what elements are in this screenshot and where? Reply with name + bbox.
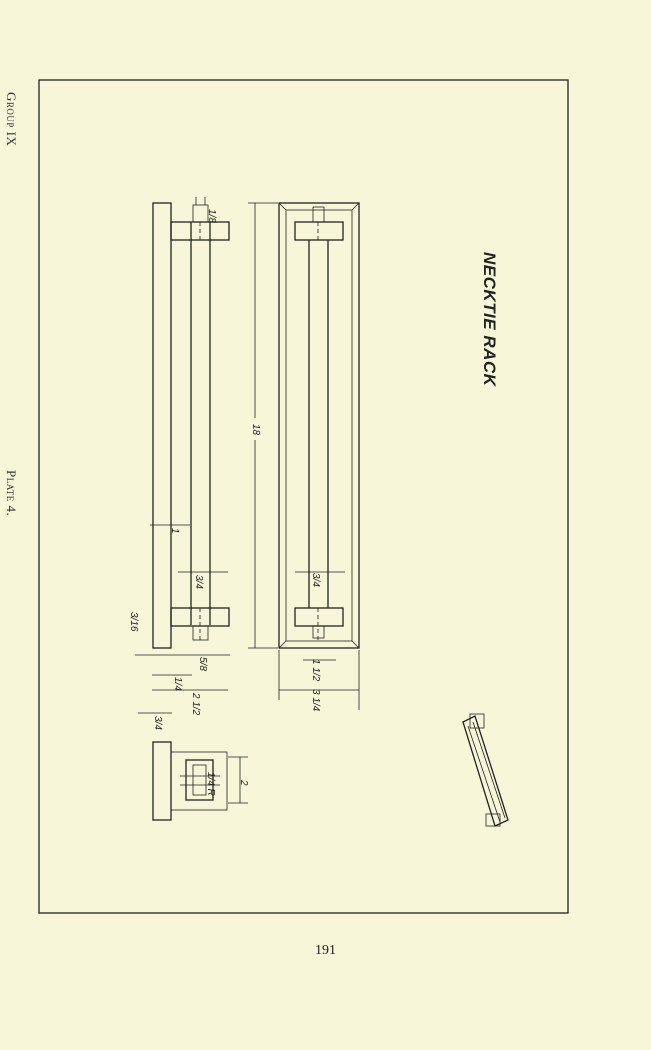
dim-one-half: 1 1/2 (310, 659, 321, 682)
dim-length-eighteen: 18 (250, 424, 261, 436)
back-board (152, 202, 172, 649)
dim-one-eighth: 1/8 (206, 209, 217, 223)
dim-three-sixteenth: 3/16 (128, 612, 139, 632)
front-view-dimensions: 18 3/4 1 1/2 3 1/4 (248, 202, 360, 712)
dim-radius: 1/4 R (205, 772, 216, 796)
front-board-chamfer (285, 209, 353, 642)
front-board-outer (278, 202, 360, 649)
side-view-dimensions: 1 3/4 1/4 2 1/2 3/4 3/16 5/8 1/8 (128, 209, 230, 730)
dim-rod-three-quarter: 3/4 (193, 575, 204, 589)
end-view: 2 1/4 R (152, 741, 249, 821)
page-number: 191 (315, 943, 336, 958)
dim-two-half: 2 1/2 (190, 692, 201, 716)
front-elevation-view (278, 202, 360, 649)
dim-five-eighth: 5/8 (197, 657, 208, 671)
dim-three-quarter-left: 3/4 (152, 716, 163, 730)
drawing-border (38, 79, 569, 914)
side-elevation-view (152, 197, 230, 649)
dim-three-quarter-wide: 3 1/4 (310, 689, 321, 712)
dim-two: 2 (238, 779, 249, 786)
dim-one: 1 (169, 528, 180, 534)
pictorial-sketch (462, 713, 509, 827)
dim-rod-three-quarter-front: 3/4 (310, 573, 321, 587)
dim-one-quarter: 1/4 (172, 677, 183, 691)
drawing-title: NECKTIE RACK (480, 252, 499, 388)
